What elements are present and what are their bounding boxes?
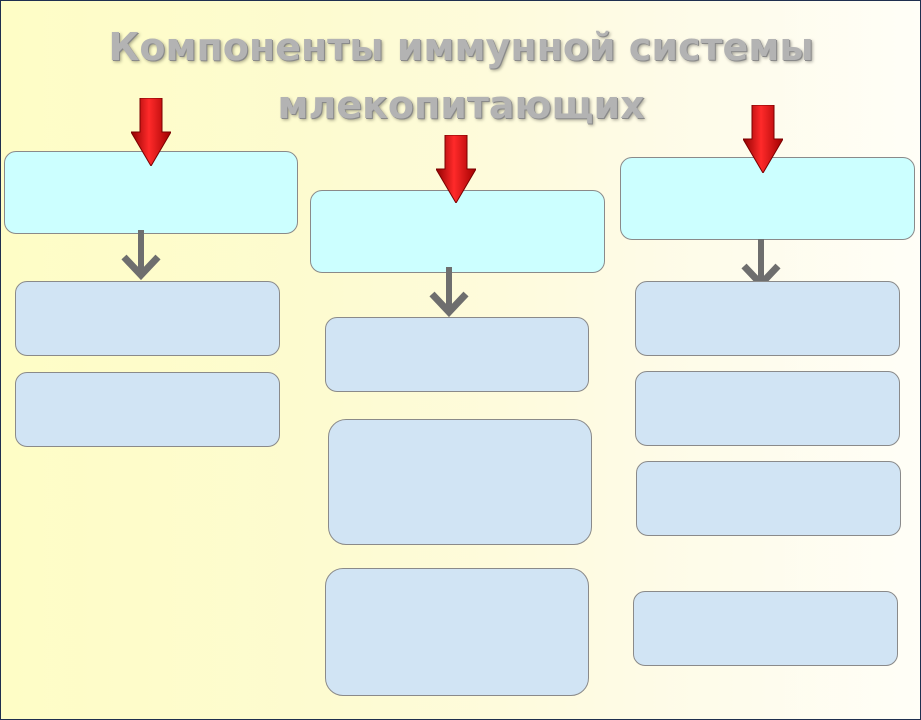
grey-down-chevron-arrow-icon — [429, 265, 469, 317]
column-3-sub-box-3[interactable] — [636, 461, 901, 536]
column-2-sub-box-2[interactable] — [328, 419, 592, 545]
column-2-sub-box-1[interactable] — [325, 317, 589, 392]
red-down-arrow-icon — [436, 135, 476, 203]
grey-down-chevron-arrow-icon — [121, 228, 161, 280]
title-line-1: Компоненты иммунной системы — [108, 25, 814, 69]
column-3-sub-box-4[interactable] — [633, 591, 898, 666]
column-1-sub-box-1[interactable] — [15, 281, 280, 356]
title-line-2: млекопитающих — [277, 83, 645, 127]
column-1-sub-box-2[interactable] — [15, 372, 280, 447]
column-2-sub-box-3[interactable] — [325, 568, 589, 696]
column-3-sub-box-2[interactable] — [635, 371, 900, 446]
red-down-arrow-icon — [131, 98, 171, 166]
column-2-head-box[interactable] — [310, 190, 605, 273]
column-3-sub-box-1[interactable] — [635, 281, 900, 356]
red-down-arrow-icon — [743, 105, 783, 173]
